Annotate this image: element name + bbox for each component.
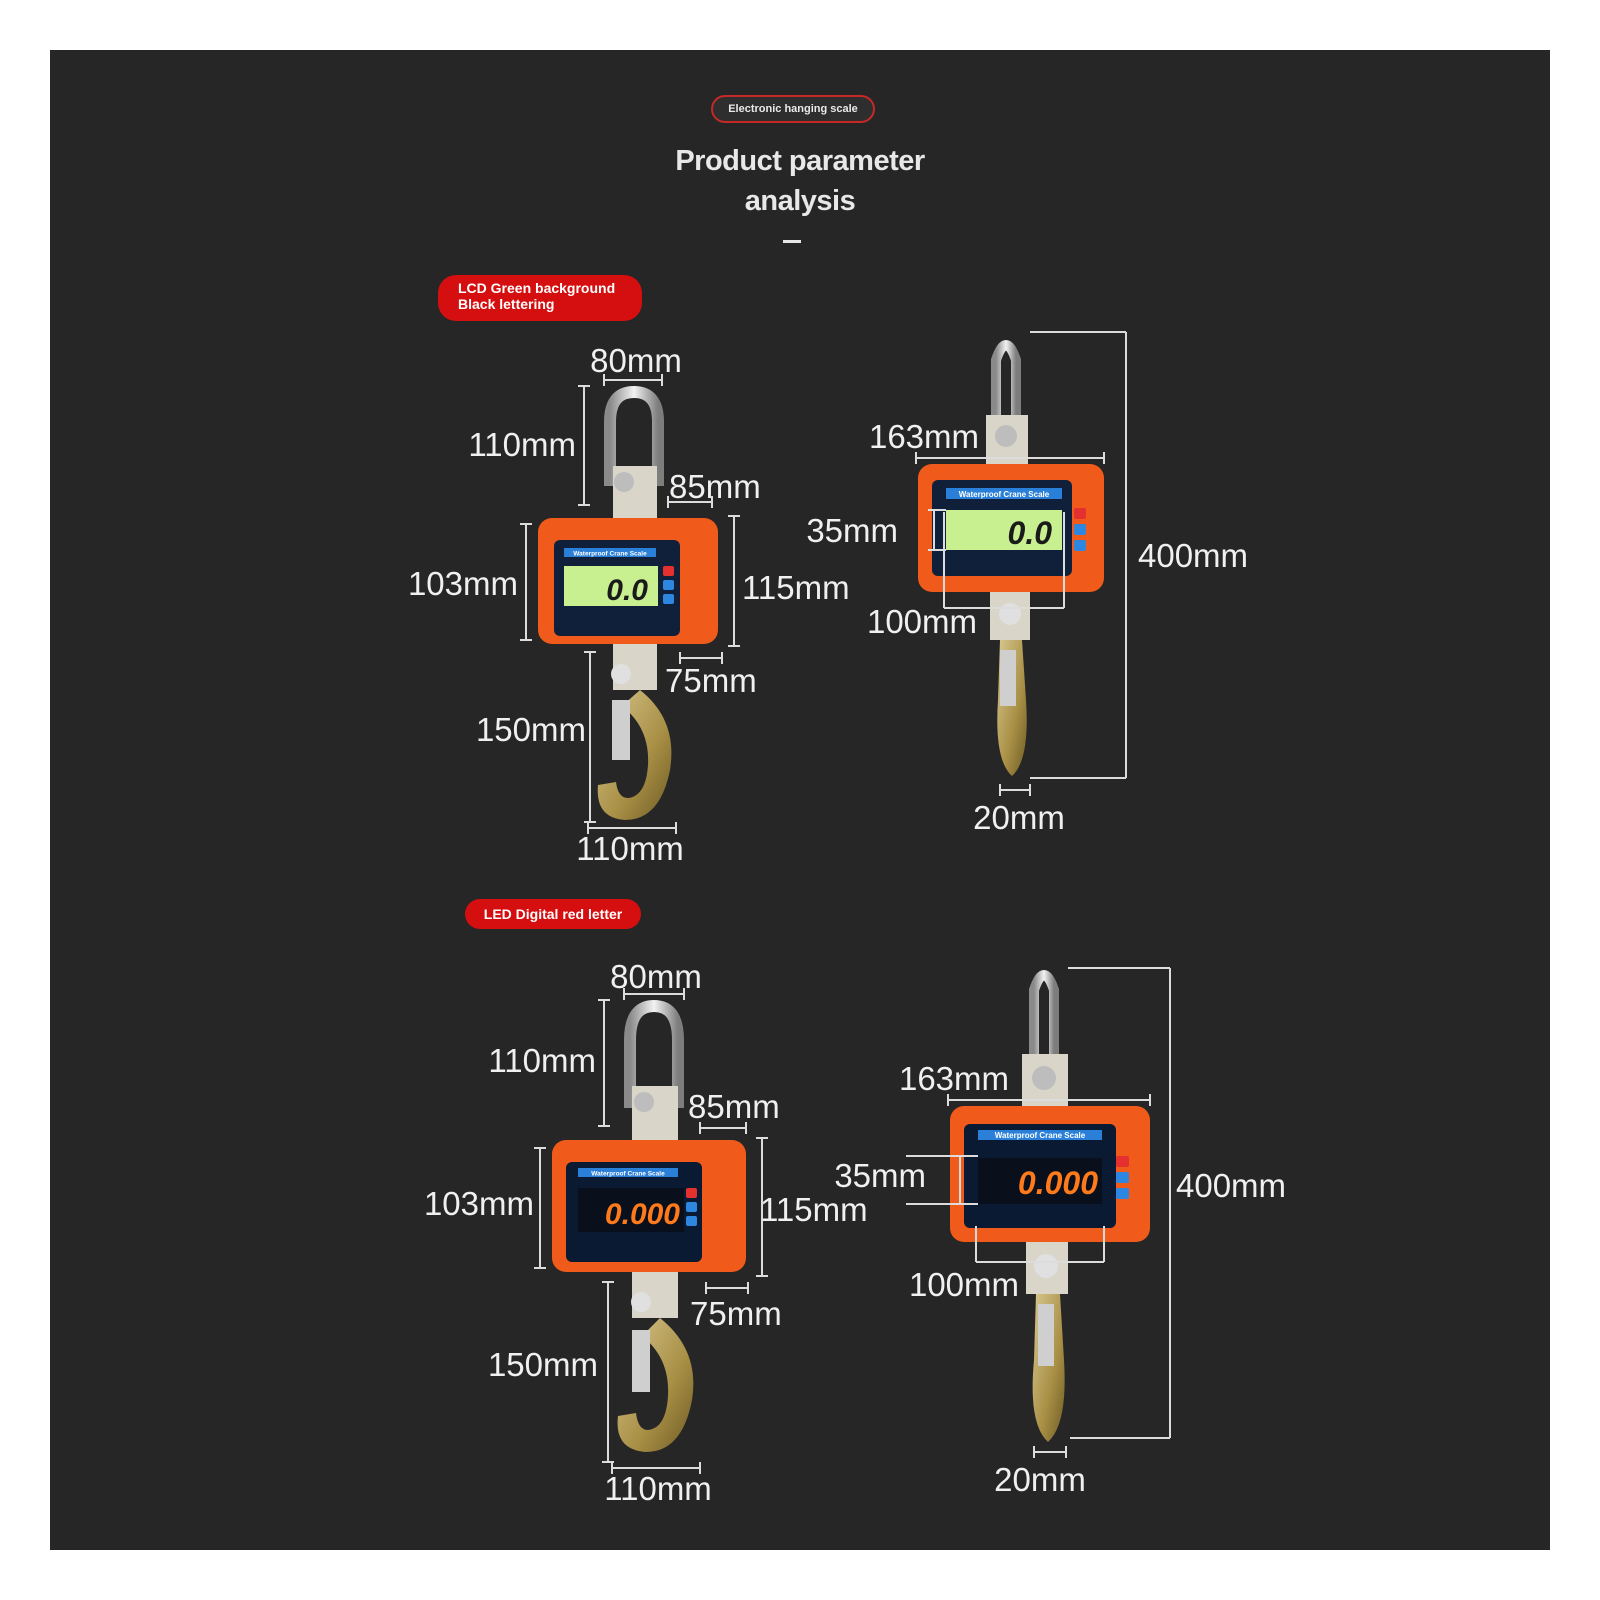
side-dim-total-height: 400mm	[1138, 537, 1248, 574]
led-shackle-icon	[624, 999, 684, 1108]
led-side-screen-header-bar	[978, 1130, 1102, 1140]
lcd-front-dimension-lines	[520, 374, 740, 834]
led-dim-body-depth: 85mm	[688, 1088, 780, 1125]
side-dim-screen-height: 35mm	[806, 512, 898, 549]
led-hook-bolt-icon	[631, 1292, 651, 1312]
screen-brand-label: Waterproof Crane Scale	[573, 551, 647, 558]
led-dim-neck-width: 75mm	[690, 1295, 782, 1332]
led-side-scale: Waterproof Crane Scale 0.000	[950, 970, 1150, 1442]
title-line-2: analysis	[744, 185, 856, 217]
led-side-shackle-icon	[1029, 970, 1059, 1056]
lcd-label-line-2: Black lettering	[458, 296, 555, 312]
dim-body-depth: 85mm	[669, 468, 761, 505]
lcd-side-scale: Waterproof Crane Scale 0.0	[918, 340, 1104, 776]
led-side-reading: 0.000	[1018, 1165, 1098, 1201]
shackle-icon	[604, 385, 664, 486]
background-panel	[50, 50, 1550, 1550]
led-front-scale: Waterproof Crane Scale 0.000	[552, 999, 746, 1452]
side-hook-latch	[1000, 650, 1016, 706]
led-hold-button	[686, 1216, 697, 1226]
led-dim-body-height: 103mm	[424, 1185, 534, 1222]
led-side-hook-latch	[1038, 1304, 1054, 1366]
led-dim-body-height-total: 115mm	[760, 1191, 868, 1228]
hook-latch	[612, 700, 630, 760]
dim-body-height: 103mm	[408, 565, 518, 602]
led-side-dim-screen-width: 100mm	[909, 1266, 1019, 1303]
side-screen-brand-label: Waterproof Crane Scale	[959, 490, 1050, 499]
tare-button	[663, 580, 674, 590]
lcd-label-line-1: LCD Green background	[458, 280, 616, 296]
dim-shackle-height: 110mm	[468, 426, 576, 463]
lcd-reading: 0.0	[606, 574, 648, 607]
side-dim-hook-thickness: 20mm	[973, 799, 1065, 836]
screen-header-bar	[564, 548, 656, 557]
led-side-bolt-icon	[1032, 1066, 1056, 1090]
led-hook-latch	[632, 1330, 650, 1392]
side-bolt-icon	[995, 425, 1017, 447]
side-tare-button	[1074, 524, 1086, 535]
led-dim-shackle-height: 110mm	[488, 1042, 596, 1079]
side-hook-bolt-icon	[999, 603, 1021, 625]
dim-hook-height: 150mm	[476, 711, 586, 748]
hold-button	[663, 594, 674, 604]
led-side-hook-bolt-icon	[1034, 1254, 1058, 1278]
led-hook-icon	[617, 1318, 694, 1452]
lcd-variant-label: LCD Green background Black lettering	[438, 275, 642, 321]
side-lcd-screen	[946, 510, 1062, 550]
led-side-power-button	[1116, 1156, 1129, 1167]
led-side-dim-screen-height: 35mm	[834, 1157, 926, 1194]
led-bolt-icon	[634, 1092, 654, 1112]
dim-body-height-total: 115mm	[742, 569, 850, 606]
dim-hook-width: 110mm	[576, 830, 684, 867]
title-line-1: Product parameter	[675, 145, 925, 177]
bolt-icon	[614, 472, 634, 492]
led-side-dim-total-height: 400mm	[1176, 1167, 1286, 1204]
category-tag: Electronic hanging scale	[711, 95, 875, 123]
led-power-button	[686, 1188, 697, 1198]
led-dim-hook-height: 150mm	[488, 1346, 598, 1383]
lcd-front-scale: Waterproof Crane Scale 0.0	[538, 385, 718, 820]
hook-icon	[597, 690, 672, 820]
led-side-hold-button	[1116, 1188, 1129, 1199]
lcd-side-dimension-lines	[915, 331, 1127, 796]
led-side-dimension-lines	[906, 967, 1171, 1458]
title-divider	[783, 240, 801, 243]
led-side-screen-brand-label: Waterproof Crane Scale	[995, 1131, 1086, 1140]
side-lcd-reading: 0.0	[1008, 515, 1053, 551]
led-side-dim-body-width: 163mm	[899, 1060, 1009, 1097]
side-screen-header-bar	[946, 488, 1062, 499]
led-dim-hook-width: 110mm	[604, 1470, 712, 1507]
led-side-dim-hook-thickness: 20mm	[994, 1461, 1086, 1498]
dim-shackle-width: 80mm	[590, 342, 682, 379]
led-screen-brand-label: Waterproof Crane Scale	[591, 1171, 665, 1178]
page-title: Product parameter analysis	[600, 141, 1000, 221]
power-button	[663, 566, 674, 576]
led-dim-shackle-width: 80mm	[610, 958, 702, 995]
hook-bolt-icon	[611, 664, 631, 684]
led-screen-header-bar	[578, 1168, 678, 1177]
lcd-screen	[564, 566, 658, 606]
led-front-dimension-lines	[534, 988, 768, 1474]
led-screen	[578, 1188, 684, 1232]
side-shackle-icon	[991, 340, 1021, 418]
led-reading: 0.000	[605, 1198, 680, 1231]
led-tare-button	[686, 1202, 697, 1212]
led-side-screen	[978, 1158, 1102, 1204]
led-variant-label: LED Digital red letter	[465, 899, 641, 929]
side-hold-button	[1074, 540, 1086, 551]
led-side-tare-button	[1116, 1172, 1129, 1183]
side-dim-screen-width: 100mm	[867, 603, 977, 640]
side-power-button	[1074, 508, 1086, 519]
side-dim-body-width: 163mm	[869, 418, 979, 455]
dim-neck-width: 75mm	[665, 662, 757, 699]
